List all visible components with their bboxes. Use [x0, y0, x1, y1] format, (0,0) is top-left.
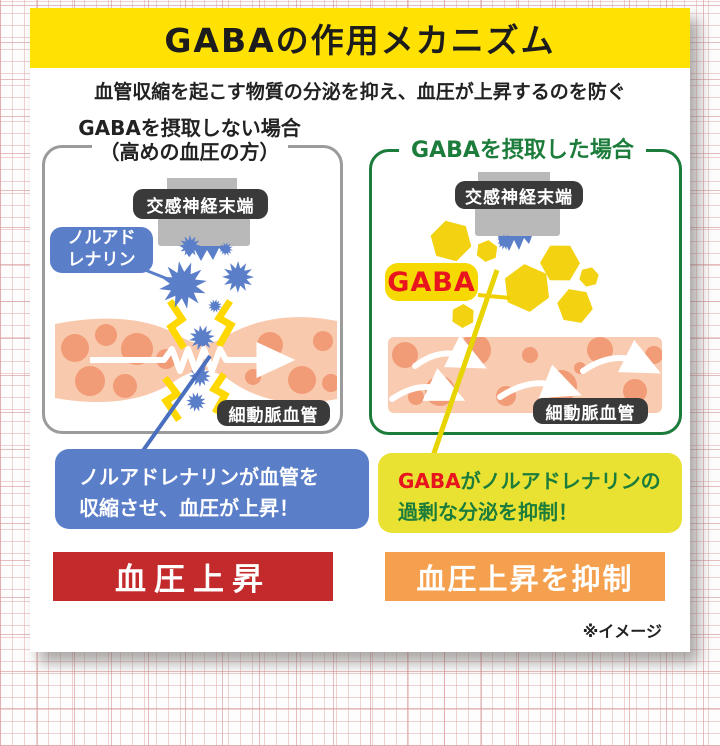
explanation-left-line2: 収縮させ、血圧が上昇！ [79, 496, 299, 520]
noradrenaline-label: ノルアド レナリン [50, 227, 153, 273]
explanation-gaba-highlight: GABA [398, 469, 461, 493]
left-panel-title-line1: GABAを摂取しない場合 [78, 116, 301, 140]
gaba-label: GABA [385, 263, 478, 301]
left-panel-title-line2: （高めの血圧の方） [42, 136, 337, 165]
vessel-label-right: 細動脈血管 [533, 398, 648, 424]
explanation-left-line1: ノルアドレナリンが血管を [79, 465, 319, 489]
header-banner: GABAの作用メカニズム [30, 8, 690, 68]
nerve-terminal-label-left: 交感神経末端 [133, 189, 268, 219]
explanation-box-right: GABAがノルアドレナリンの 過剰な分泌を抑制！ [378, 453, 682, 533]
nerve-terminal-label-right: 交感神経末端 [455, 181, 583, 209]
result-banner-right: 血圧上昇を抑制 [385, 552, 665, 601]
infographic-card: GABAの作用メカニズム 血管収縮を起こす物質の分泌を抑え、血圧が上昇するのを防… [30, 8, 690, 652]
image-note: ※イメージ [582, 622, 662, 641]
explanation-box-left: ノルアドレナリンが血管を 収縮させ、血圧が上昇！ [55, 449, 369, 529]
result-banner-left: 血圧上昇 [53, 552, 333, 601]
subtitle: 血管収縮を起こす物質の分泌を抑え、血圧が上昇するのを防ぐ [94, 81, 626, 103]
right-panel-title: GABAを摂取した場合 [369, 132, 676, 164]
explanation-right-line2: 過剰な分泌を抑制！ [398, 500, 578, 524]
vessel-label-left: 細動脈血管 [217, 400, 330, 426]
page-title: GABAの作用メカニズム [164, 21, 556, 60]
explanation-right-line1: GABAがノルアドレナリンの [398, 469, 661, 493]
